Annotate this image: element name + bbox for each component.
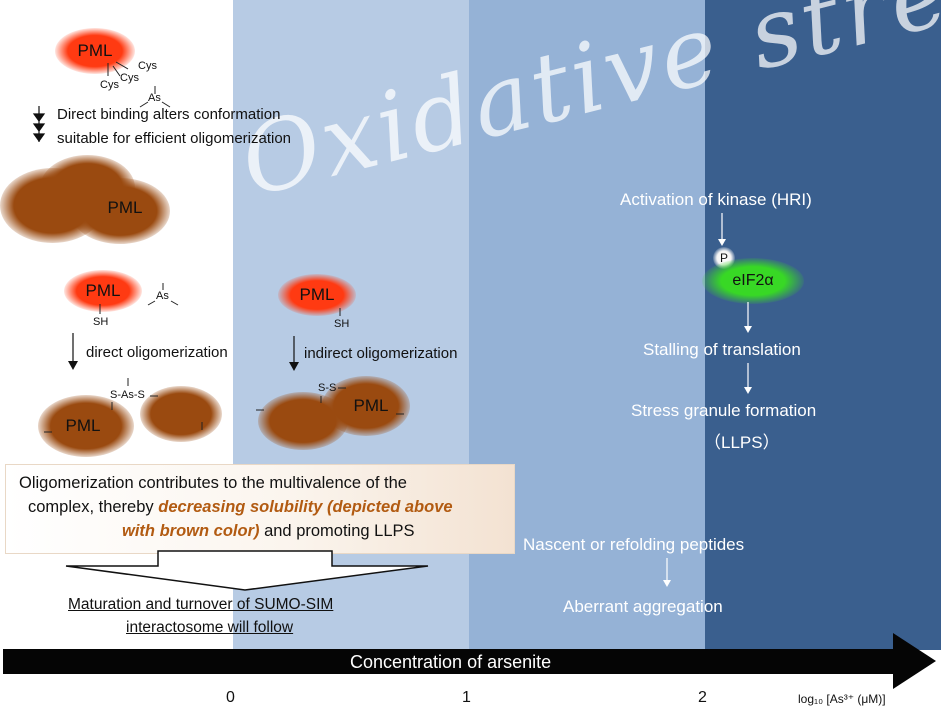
eif2a-blob [702, 258, 804, 304]
llps-label: （LLPS） [704, 433, 780, 452]
sh-label-mid2: SH [334, 318, 350, 330]
pml-label-mid: PML [85, 281, 121, 300]
band-high [705, 0, 941, 650]
pml-blob-bottom-2 [140, 386, 222, 442]
arrow-stalling-to-granule-icon [744, 363, 752, 394]
tick-label-2: 2 [698, 689, 707, 706]
pml-cluster-blob-3 [70, 178, 170, 244]
direct-binding-line2: suitable for efficient oligomerization [57, 130, 292, 147]
stalling-label: Stalling of translation [643, 340, 801, 359]
explanation-box [5, 464, 515, 554]
nascent-peptides-label: Nascent or refolding peptides [523, 535, 745, 554]
s-s-label: S-S [318, 382, 337, 394]
aberrant-aggregation-label: Aberrant aggregation [563, 597, 723, 616]
outline-down-arrow-icon [65, 550, 429, 591]
pml-blob-bottom [38, 395, 134, 457]
pml-label-bottom2: PML [353, 396, 389, 415]
cys-label-2: Cys [120, 72, 139, 84]
explanation-emphasis-1: decreasing solubility (depicted above [158, 498, 453, 516]
pml-label-top: PML [77, 41, 113, 60]
explanation-line1: Oligomerization contributes to the multi… [19, 474, 407, 492]
arrow-kinase-to-eif2a-icon [718, 213, 726, 246]
maturation-line1: Maturation and turnover of SUMO-SIM [68, 596, 334, 613]
down-arrow-indirect-icon [289, 336, 299, 371]
stress-granule-label: Stress granule formation [631, 401, 817, 420]
kinase-activation-label: Activation of kinase (HRI) [620, 190, 812, 209]
pml-blob-bottom2-b [322, 376, 410, 436]
maturation-line2: interactosome will follow [126, 619, 294, 636]
s-s-bonds [256, 387, 404, 415]
explanation-line3b: and promoting LLPS [259, 522, 415, 540]
direct-oligomerization-label: direct oligomerization [86, 344, 228, 361]
explanation-line2a: complex, thereby [28, 498, 159, 516]
triple-arrow-icon [32, 106, 46, 143]
axis-title: Concentration of arsenite [350, 652, 552, 672]
sh-label-mid: SH [93, 316, 109, 328]
as-sh-bonds-mid [99, 283, 179, 314]
cys-label-1: Cys [138, 60, 157, 72]
cys-label-3: Cys [100, 79, 119, 91]
pml-cluster-label: PML [107, 198, 143, 217]
down-arrow-direct-icon [68, 333, 78, 370]
concentration-axis-arrow [3, 633, 936, 689]
pml-label-mid2: PML [299, 285, 335, 304]
explanation-emphasis-2: with brown color) [122, 522, 260, 540]
pml-blob-mid2 [278, 274, 356, 316]
axis-unit-label: log₁₀ [As³⁺ (μM)] [798, 692, 886, 706]
eif2a-label: eIF2α [732, 272, 774, 289]
explanation-line2: complex, thereby decreasing solubility (… [28, 498, 453, 517]
as-label-top: As [148, 92, 161, 104]
indirect-oligomerization-label: indirect oligomerization [304, 345, 458, 362]
tick-label-1: 1 [462, 689, 471, 706]
pml-blob-top [55, 28, 135, 74]
pml-label-bottom: PML [65, 416, 101, 435]
cys-as-bonds [107, 61, 171, 108]
sh-bond-mid2 [339, 308, 341, 316]
phosphate-label: P [719, 251, 728, 265]
as-label-mid: As [156, 290, 169, 302]
tick-label-0: 0 [226, 689, 235, 706]
s-as-s-label: S-As-S [110, 389, 145, 401]
s-as-s-bonds [44, 378, 203, 433]
arrow-nascent-to-aberrant-icon [663, 558, 671, 587]
arrow-eif2a-to-stalling-icon [744, 302, 752, 333]
direct-binding-line1: Direct binding alters conformation [57, 106, 281, 123]
pml-blob-mid [64, 270, 142, 312]
explanation-line3: with brown color) and promoting LLPS [122, 522, 415, 541]
